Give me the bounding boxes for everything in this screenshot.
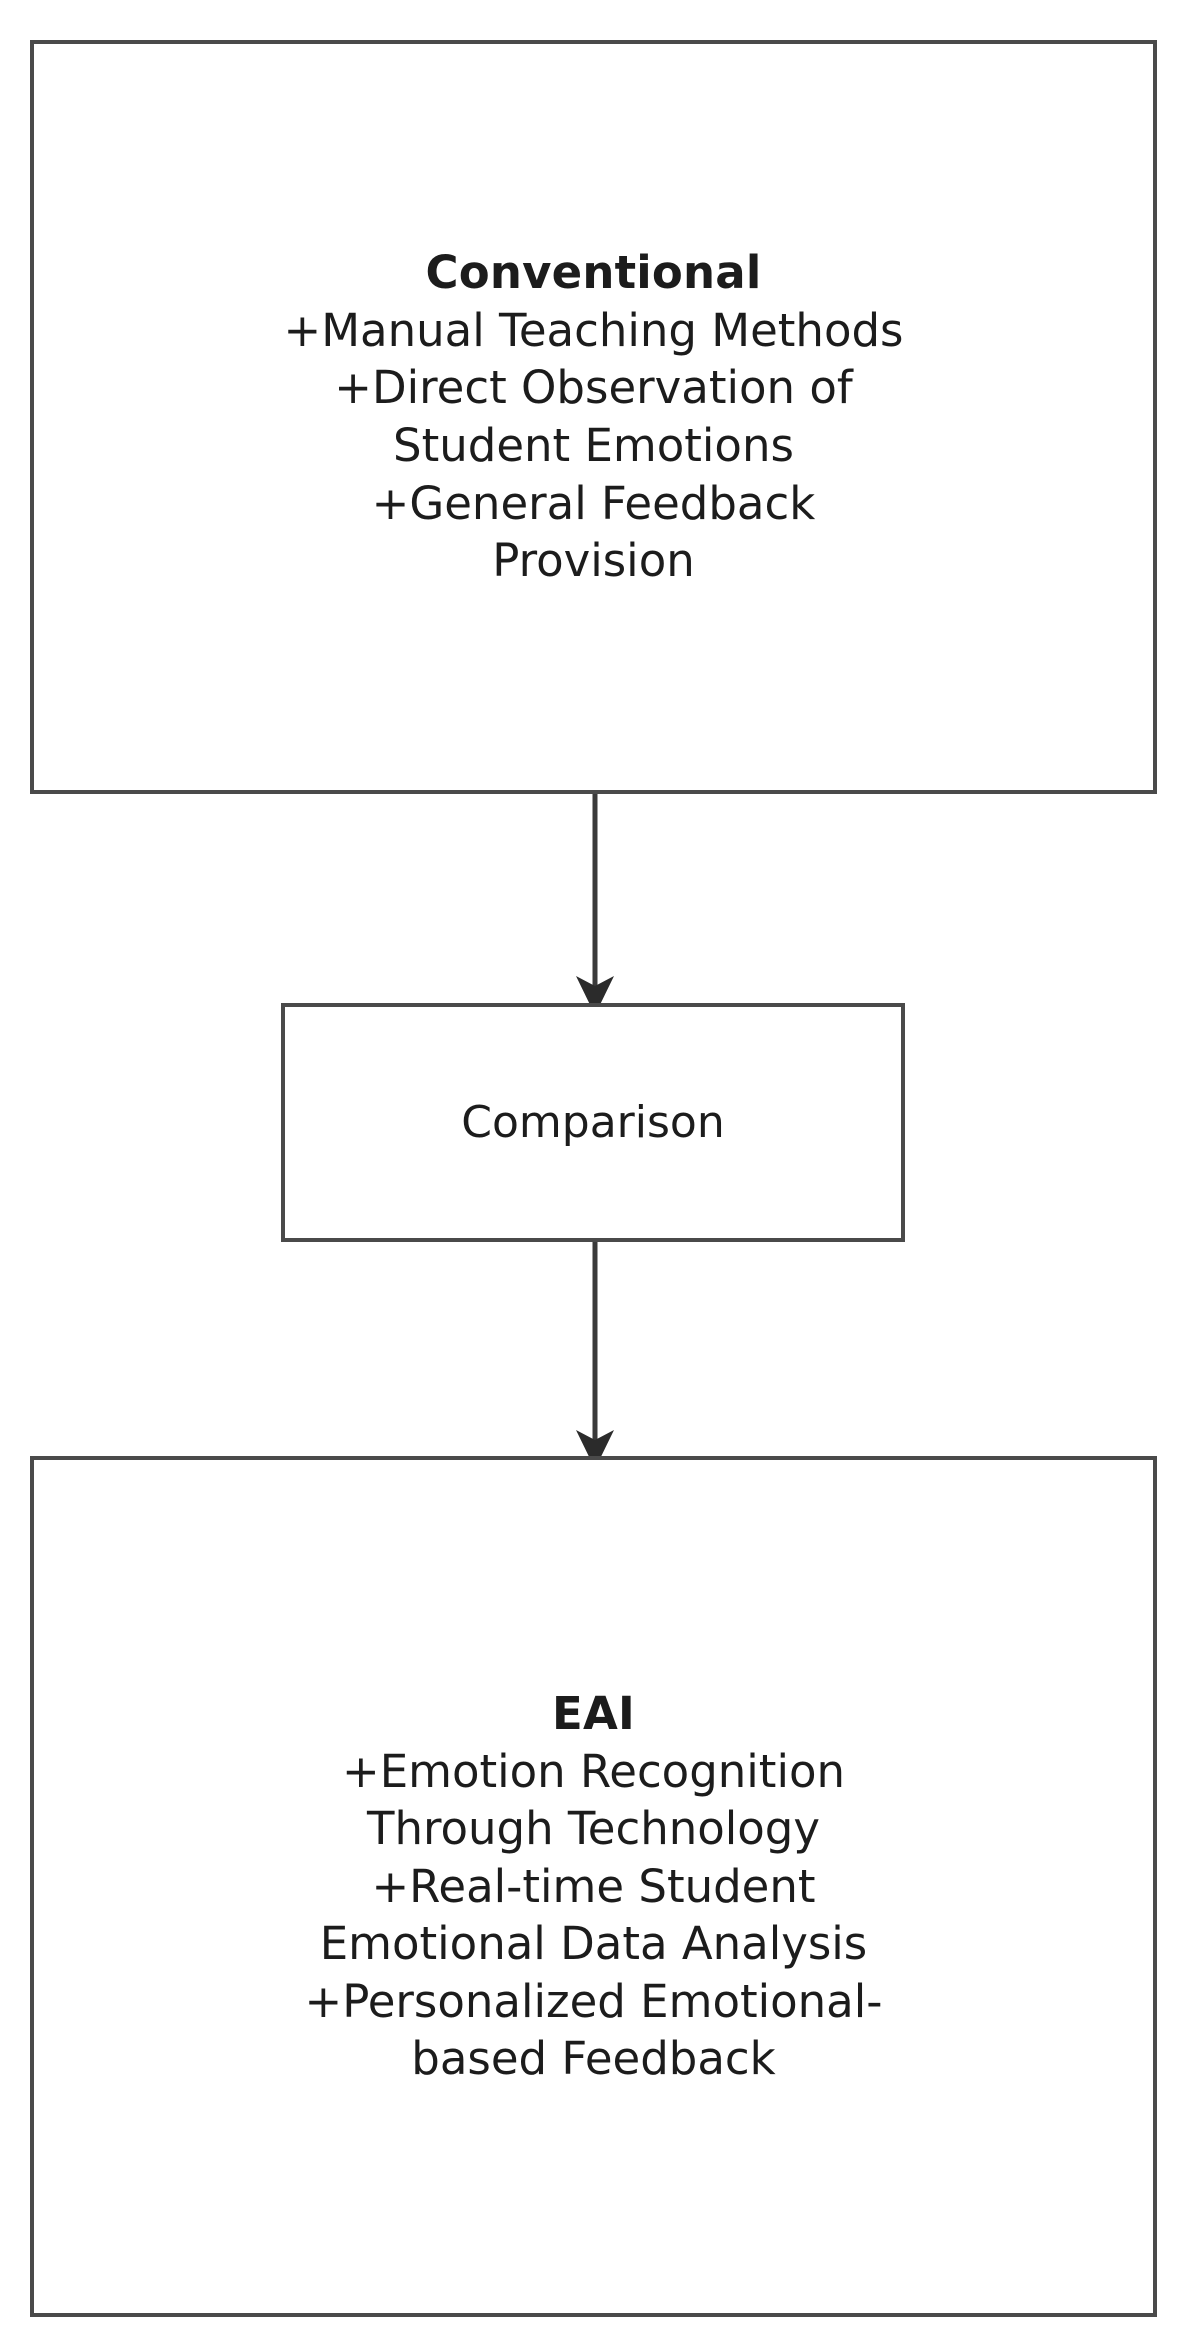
node-eai-line-2: Through Technology — [366, 1802, 821, 1856]
node-conventional-title: Conventional — [425, 246, 762, 300]
node-eai-line-6: based Feedback — [411, 2032, 776, 2086]
node-eai[interactable]: EAI +Emotion Recognition Through Technol… — [30, 1456, 1157, 2317]
node-conventional-line-2: +Direct Observation of — [334, 361, 853, 415]
node-conventional[interactable]: Conventional +Manual Teaching Methods +D… — [30, 40, 1157, 794]
node-conventional-body: Conventional +Manual Teaching Methods +D… — [283, 244, 903, 590]
node-eai-line-3: +Real-time Student — [371, 1859, 816, 1913]
node-comparison[interactable]: Comparison — [281, 1003, 905, 1242]
node-comparison-title: Comparison — [461, 1097, 725, 1148]
node-conventional-line-5: Provision — [492, 534, 695, 588]
node-conventional-line-3: Student Emotions — [393, 419, 794, 472]
node-eai-body: EAI +Emotion Recognition Through Technol… — [305, 1685, 883, 2088]
node-eai-line-1: +Emotion Recognition — [342, 1744, 845, 1798]
node-eai-line-5: +Personalized Emotional- — [304, 1974, 883, 2028]
node-conventional-line-4: +General Feedback — [371, 476, 816, 530]
node-eai-line-4: Emotional Data Analysis — [319, 1917, 868, 1971]
node-conventional-line-1: +Manual Teaching Methods — [283, 303, 904, 357]
node-eai-title: EAI — [552, 1686, 635, 1740]
